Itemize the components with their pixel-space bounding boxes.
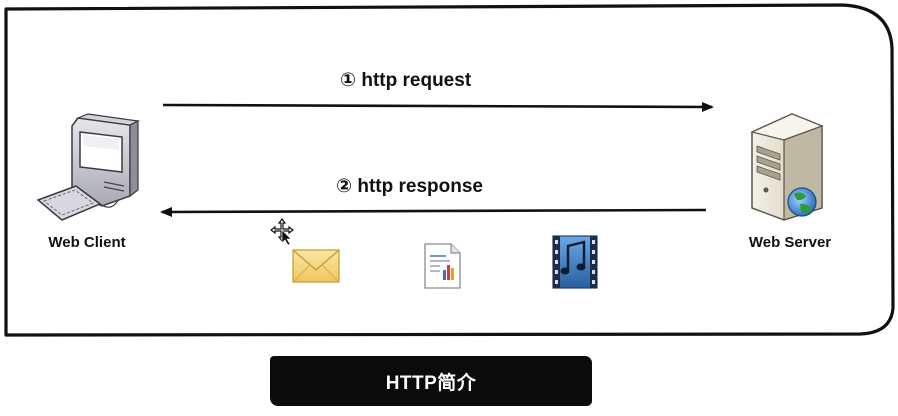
document-chart-icon — [424, 243, 461, 289]
music-film-icon — [552, 235, 598, 289]
title-banner: HTTP简介 — [270, 356, 592, 406]
request-arrow — [162, 101, 714, 112]
diagram-frame — [4, 3, 895, 337]
response-arrow — [160, 206, 707, 217]
response-label: ② http response — [336, 176, 483, 197]
mail-icon — [292, 249, 340, 283]
web-client-label: Web Client — [48, 234, 126, 251]
page-title: HTTP简介 — [385, 372, 477, 394]
web-server-label: Web Server — [748, 234, 832, 251]
move-cursor-icon — [270, 218, 294, 246]
request-label: ① http request — [340, 70, 472, 91]
server-icon — [750, 113, 824, 221]
computer-icon — [36, 113, 140, 221]
